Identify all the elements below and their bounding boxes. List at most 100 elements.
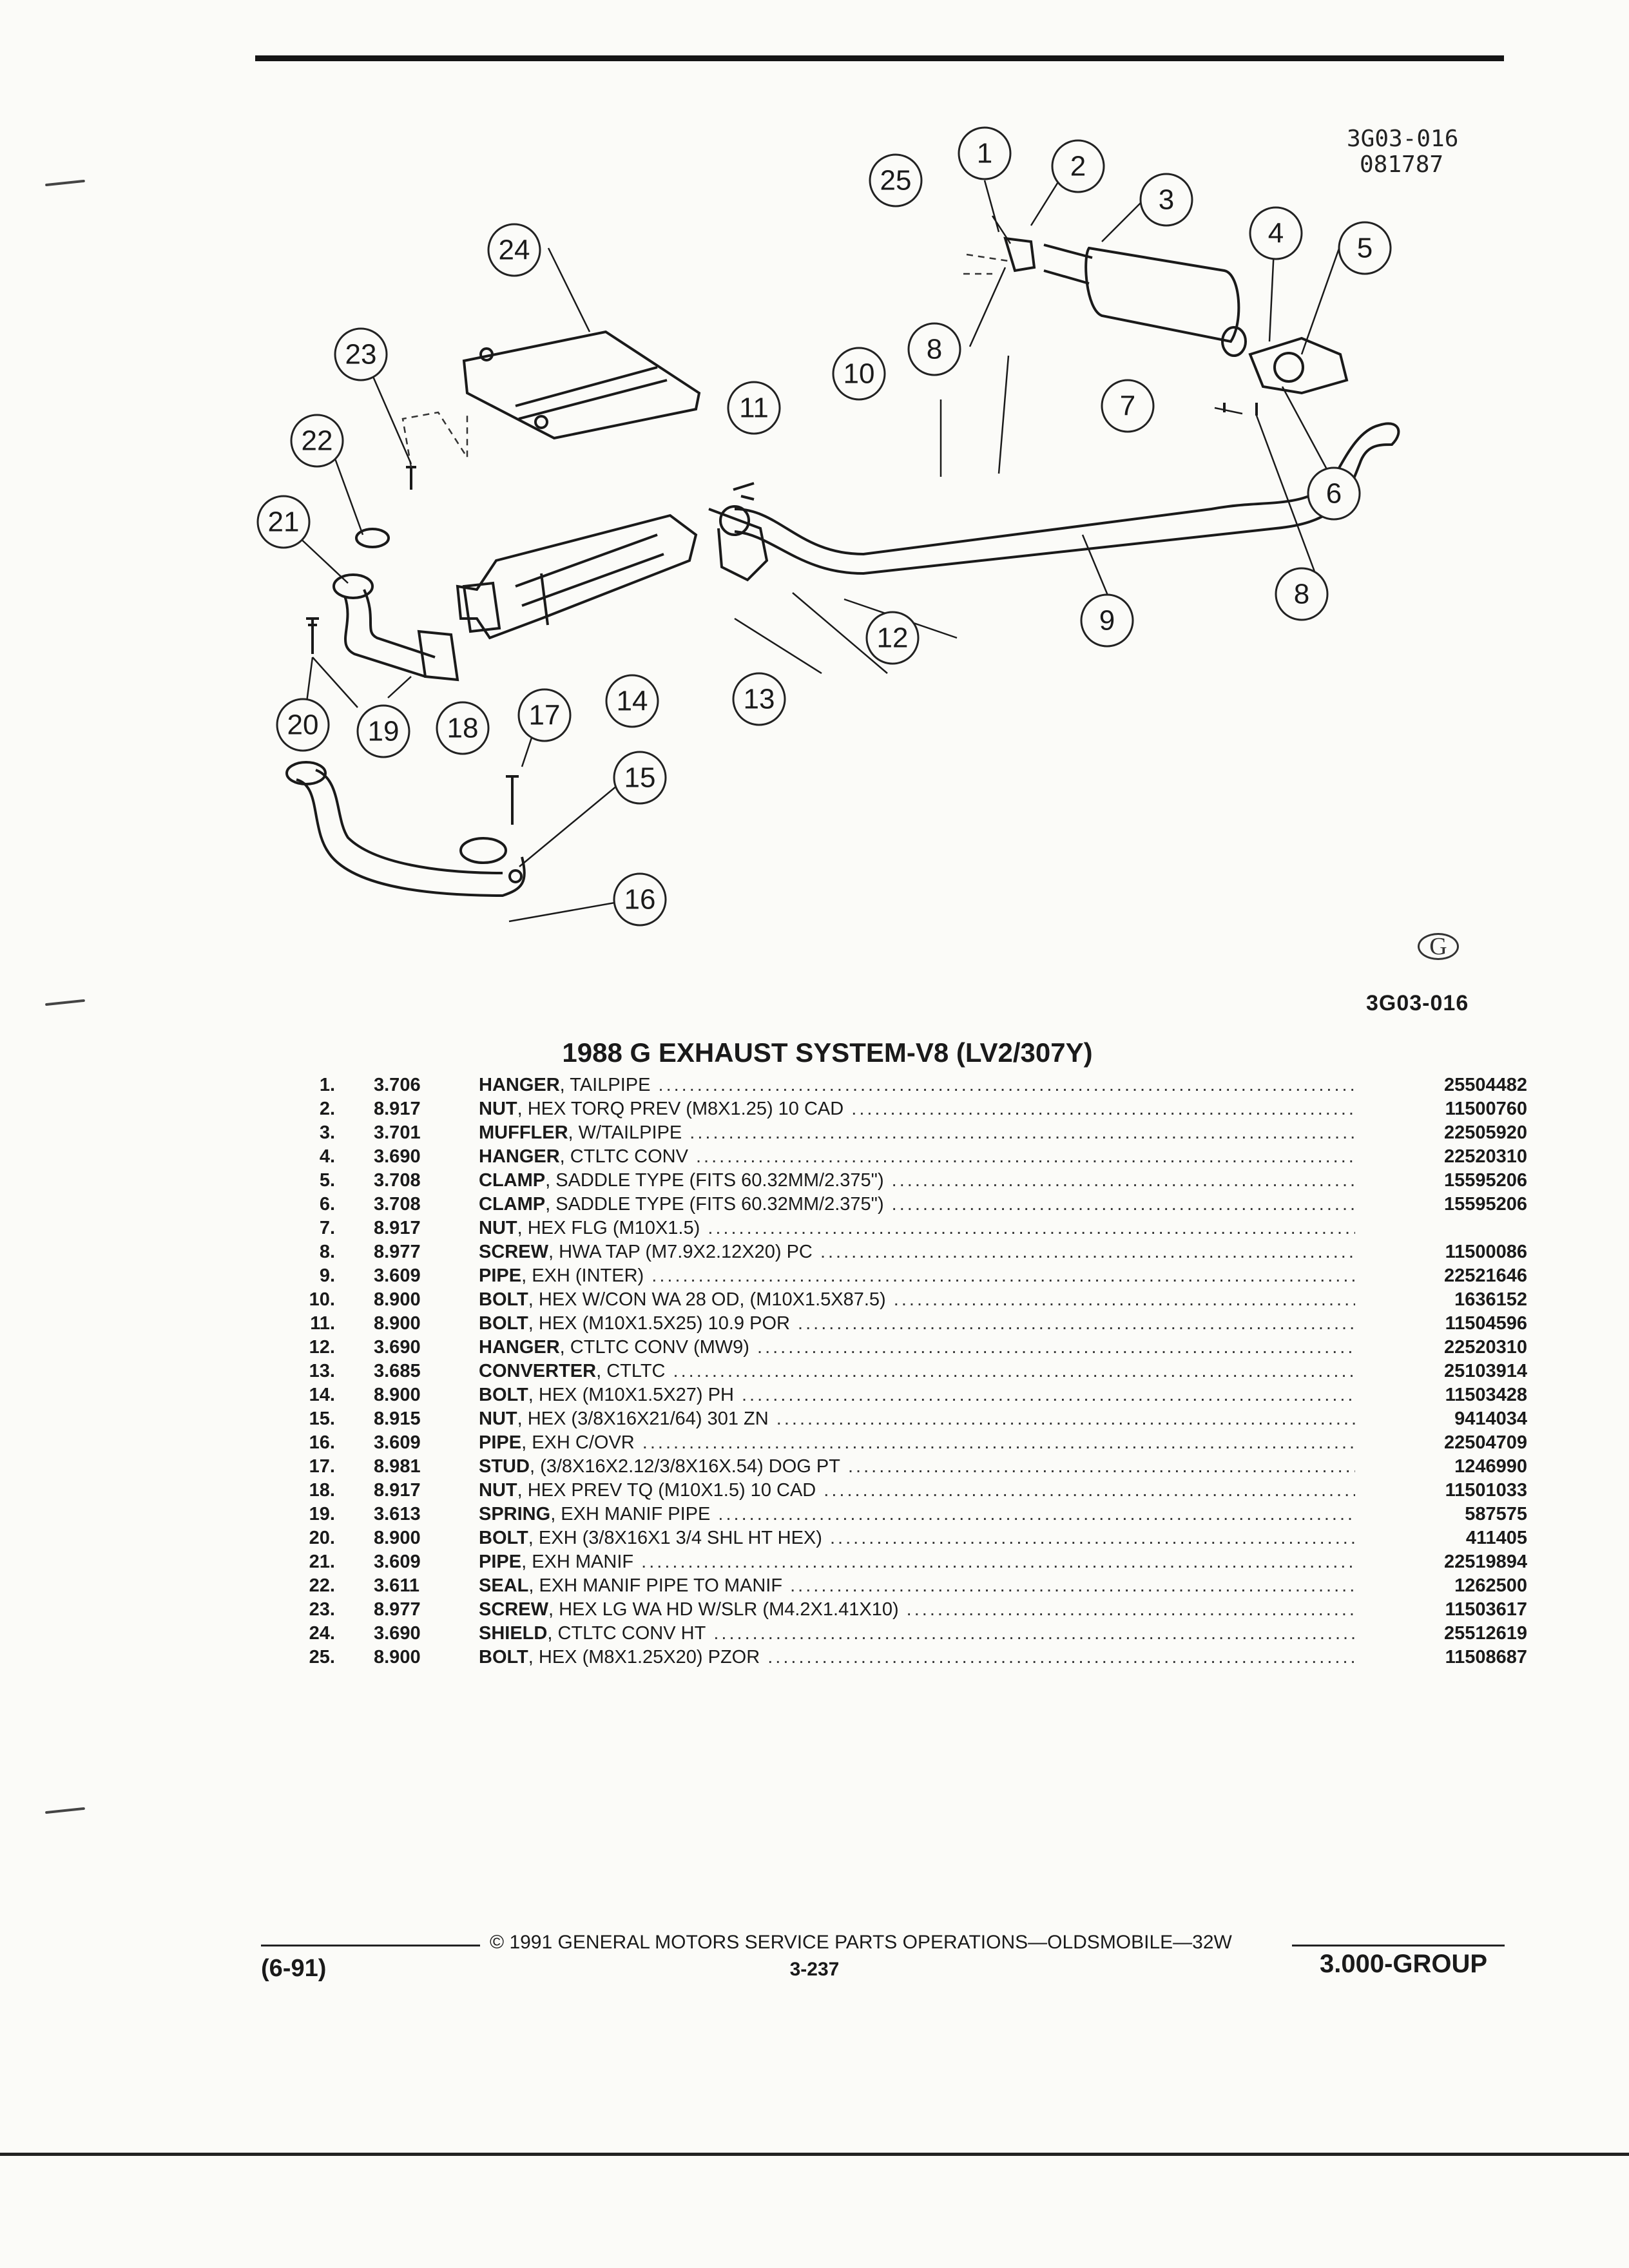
- part-number: 15595206: [1443, 1194, 1527, 1215]
- group-number: 8.917: [374, 1480, 421, 1501]
- catalytic-converter: [456, 514, 698, 640]
- footer-rule-left: [261, 1945, 480, 1946]
- part-name: PIPE: [479, 1265, 522, 1286]
- group-number: 8.900: [374, 1528, 421, 1548]
- item-number: 24.: [309, 1623, 335, 1644]
- part-description: SCREW, HEX LG WA HD W/SLR (M4.2X1.41X10)…: [479, 1598, 1355, 1622]
- dot-leader: ........................................…: [824, 1480, 1355, 1501]
- dot-leader: ........................................…: [790, 1575, 1355, 1596]
- item-number: 21.: [309, 1552, 335, 1572]
- part-detail: , HEX PREV TQ (M10X1.5) 10 CAD: [517, 1480, 816, 1501]
- intermediate-pipe: [734, 422, 1400, 575]
- dot-leader: ........................................…: [713, 1623, 1355, 1644]
- copyright: © 1991 GENERAL MOTORS SERVICE PARTS OPER…: [490, 1932, 1232, 1953]
- part-detail: , (3/8X16X2.12/3/8X16X.54) DOG PT: [529, 1456, 840, 1477]
- svg-text:11: 11: [739, 392, 769, 424]
- callout-9: 9: [1080, 593, 1134, 648]
- callout-24: 24: [487, 223, 541, 277]
- item-number: 9.: [319, 1265, 335, 1286]
- dot-leader: ........................................…: [829, 1528, 1355, 1548]
- item-number: 23.: [309, 1599, 335, 1620]
- group-number: 3.609: [374, 1432, 421, 1453]
- part-number: 11503428: [1445, 1385, 1527, 1405]
- dot-leader: ........................................…: [718, 1504, 1355, 1524]
- part-number: 411405: [1465, 1528, 1527, 1548]
- group-number: 8.900: [374, 1313, 421, 1334]
- part-detail: , SADDLE TYPE (FITS 60.32MM/2.375"): [545, 1170, 884, 1191]
- part-detail: , EXH MANIF PIPE TO MANIF: [528, 1575, 783, 1596]
- group-number: 8.981: [374, 1456, 421, 1477]
- svg-text:8: 8: [1294, 579, 1309, 610]
- group-number: 3.609: [374, 1265, 421, 1286]
- dot-leader: ........................................…: [741, 1385, 1355, 1405]
- part-name: NUT: [479, 1480, 517, 1501]
- dot-leader: ........................................…: [689, 1122, 1355, 1143]
- part-description: BOLT, EXH (3/8X16X1 3/4 SHL HT HEX) ....…: [479, 1526, 1355, 1550]
- svg-text:1: 1: [977, 138, 992, 169]
- callout-2: 2: [1051, 139, 1105, 193]
- hole-punch-mark: [44, 179, 86, 187]
- part-description: NUT, HEX (3/8X16X21/64) 301 ZN .........…: [479, 1407, 1355, 1431]
- part-description: HANGER, CTLTC CONV .....................…: [479, 1145, 1355, 1169]
- part-number: 11504596: [1445, 1313, 1527, 1334]
- item-number: 16.: [309, 1432, 335, 1453]
- part-description: CLAMP, SADDLE TYPE (FITS 60.32MM/2.375")…: [479, 1193, 1355, 1216]
- group-number: 3.609: [374, 1552, 421, 1572]
- group-number: 8.900: [374, 1289, 421, 1310]
- svg-text:13: 13: [744, 684, 775, 715]
- svg-text:20: 20: [287, 709, 319, 741]
- part-number: 22521646: [1443, 1265, 1527, 1286]
- part-detail: , CTLTC CONV (MW9): [559, 1337, 749, 1358]
- part-number: 1262500: [1454, 1575, 1527, 1596]
- part-detail: , EXH C/OVR: [521, 1432, 635, 1453]
- part-detail: , EXH MANIF PIPE: [550, 1504, 711, 1524]
- part-detail: , HEX (M8X1.25X20) PZOR: [528, 1647, 760, 1667]
- dot-leader: ........................................…: [820, 1242, 1355, 1262]
- group-number: 3.708: [374, 1194, 421, 1215]
- item-number: 25.: [309, 1647, 335, 1667]
- part-description: MUFFLER, W/TAILPIPE ....................…: [479, 1121, 1355, 1145]
- part-description: NUT, HEX TORQ PREV (M8X1.25) 10 CAD ....…: [479, 1097, 1355, 1121]
- item-number: 14.: [309, 1385, 335, 1405]
- callout-20: 20: [276, 698, 330, 752]
- item-number: 10.: [309, 1289, 335, 1310]
- svg-text:22: 22: [302, 425, 333, 457]
- part-description: BOLT, HEX (M10X1.5X25) 10.9 POR ........…: [479, 1312, 1355, 1336]
- part-description: HANGER, CTLTC CONV (MW9) ...............…: [479, 1336, 1355, 1360]
- item-number: 8.: [319, 1242, 335, 1262]
- part-name: NUT: [479, 1099, 517, 1119]
- dot-leader: ........................................…: [906, 1599, 1355, 1620]
- part-detail: , HEX LG WA HD W/SLR (M4.2X1.41X10): [548, 1599, 899, 1620]
- part-description: BOLT, HEX W/CON WA 28 OD, (M10X1.5X87.5)…: [479, 1288, 1355, 1312]
- part-detail: , SADDLE TYPE (FITS 60.32MM/2.375"): [545, 1194, 884, 1215]
- item-number: 19.: [309, 1504, 335, 1524]
- part-detail: , EXH (INTER): [521, 1265, 644, 1286]
- svg-text:21: 21: [268, 506, 300, 538]
- part-name: BOLT: [479, 1647, 528, 1667]
- callout-14: 14: [605, 674, 659, 728]
- callout-8b: 8: [1275, 567, 1329, 621]
- hole-punch-mark: [44, 999, 86, 1006]
- callout-3: 3: [1139, 173, 1193, 227]
- part-detail: , CTLTC CONV: [559, 1146, 688, 1167]
- page-title: 1988 G EXHAUST SYSTEM-V8 (LV2/307Y): [0, 1037, 1629, 1068]
- part-number: 1636152: [1454, 1289, 1527, 1310]
- part-number: 11508687: [1445, 1647, 1527, 1667]
- g-body-logo: G: [1418, 933, 1459, 960]
- part-description: SEAL, EXH MANIF PIPE TO MANIF ..........…: [479, 1574, 1355, 1598]
- part-detail: , EXH MANIF: [521, 1552, 634, 1572]
- group-number: 8.917: [374, 1099, 421, 1119]
- callout-1: 1: [958, 126, 1012, 180]
- item-number: 1.: [319, 1075, 335, 1095]
- svg-text:7: 7: [1120, 390, 1135, 422]
- part-description: SCREW, HWA TAP (M7.9X2.12X20) PC .......…: [479, 1240, 1355, 1264]
